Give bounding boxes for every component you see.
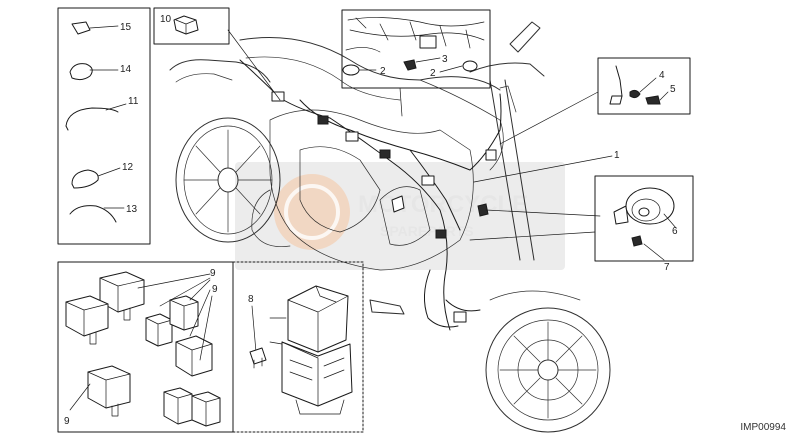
callout-12: 12 xyxy=(122,162,134,173)
callout-2b: 2 xyxy=(430,68,436,79)
rear-wheel xyxy=(175,117,281,243)
callout-9b: 9 xyxy=(212,284,218,295)
grommet-part xyxy=(71,21,91,35)
panel-ground-lead: 4 5 xyxy=(597,57,691,115)
horn-screw-part xyxy=(631,235,643,247)
panel-relays: 9 9 9 xyxy=(57,261,234,433)
watermark-brand-line-2: SPAREPARTS xyxy=(380,223,474,239)
callout-9a: 9 xyxy=(210,268,216,279)
callout-8: 8 xyxy=(248,294,254,305)
bolt-part xyxy=(645,95,661,105)
callout-2a: 2 xyxy=(380,66,386,77)
callout-1: 1 xyxy=(614,150,620,161)
callout-10: 10 xyxy=(160,14,172,25)
callout-14: 14 xyxy=(120,64,132,75)
cable-clip-part xyxy=(69,63,93,81)
screw-part xyxy=(403,59,417,71)
tie-strip-part xyxy=(69,205,117,223)
front-wheel xyxy=(485,307,611,433)
diagram-code: IMP00994 xyxy=(740,422,786,433)
watermark: MOTORCYCLE SPAREPARTS xyxy=(235,162,565,270)
panel-fuse-box: 8 xyxy=(232,261,364,433)
strap-part xyxy=(65,107,119,127)
callout-5: 5 xyxy=(670,84,676,95)
callout-11: 11 xyxy=(128,96,139,107)
panel-horn: 6 7 xyxy=(594,175,694,273)
callout-15: 15 xyxy=(120,22,132,33)
fuse-box-part xyxy=(281,285,353,415)
clamp-part xyxy=(71,169,99,189)
callout-4: 4 xyxy=(659,70,665,81)
callout-6: 6 xyxy=(672,226,678,237)
callout-13: 13 xyxy=(126,204,138,215)
horn-bracket-part xyxy=(613,205,629,225)
wiring-harness: 1 xyxy=(227,29,620,331)
panel-rear-harness: 2 3 2 xyxy=(341,9,491,89)
rubber-mount-part xyxy=(342,64,360,76)
motorcycle-outline xyxy=(169,21,611,433)
callout-9c: 9 xyxy=(64,416,70,427)
horn-part xyxy=(625,187,675,225)
callout-7: 7 xyxy=(664,262,670,273)
washer-part xyxy=(629,89,641,99)
fuse-part xyxy=(249,347,267,365)
callout-3: 3 xyxy=(442,54,448,65)
panel-small-parts: 15 14 11 12 13 xyxy=(57,7,151,245)
panel-connector: 10 xyxy=(153,7,230,45)
